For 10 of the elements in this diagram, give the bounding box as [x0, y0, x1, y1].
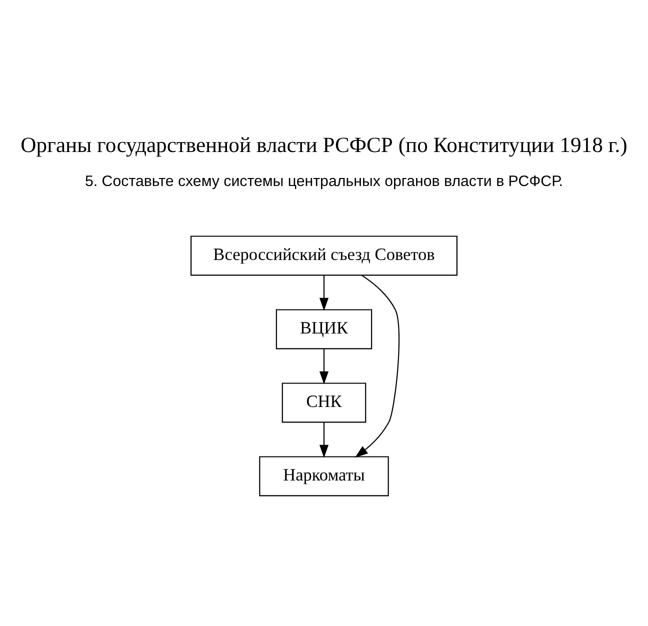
arrow	[354, 274, 400, 458]
label: 5. Составьте схему системы центральных органов власти в РСФСР.	[84, 173, 564, 190]
diagram-title: Органы государственной власти РСФСР (по Конституции 1918 г.)	[20, 132, 628, 157]
arrow	[319, 422, 329, 458]
arrow	[319, 349, 329, 384]
arrow	[319, 276, 329, 311]
node-box: Наркоматы	[259, 456, 389, 496]
node-box: ВЦИК	[276, 309, 372, 350]
node-box: СНК	[282, 382, 366, 423]
node-box: Всероссийский съезд Советов	[190, 236, 458, 276]
